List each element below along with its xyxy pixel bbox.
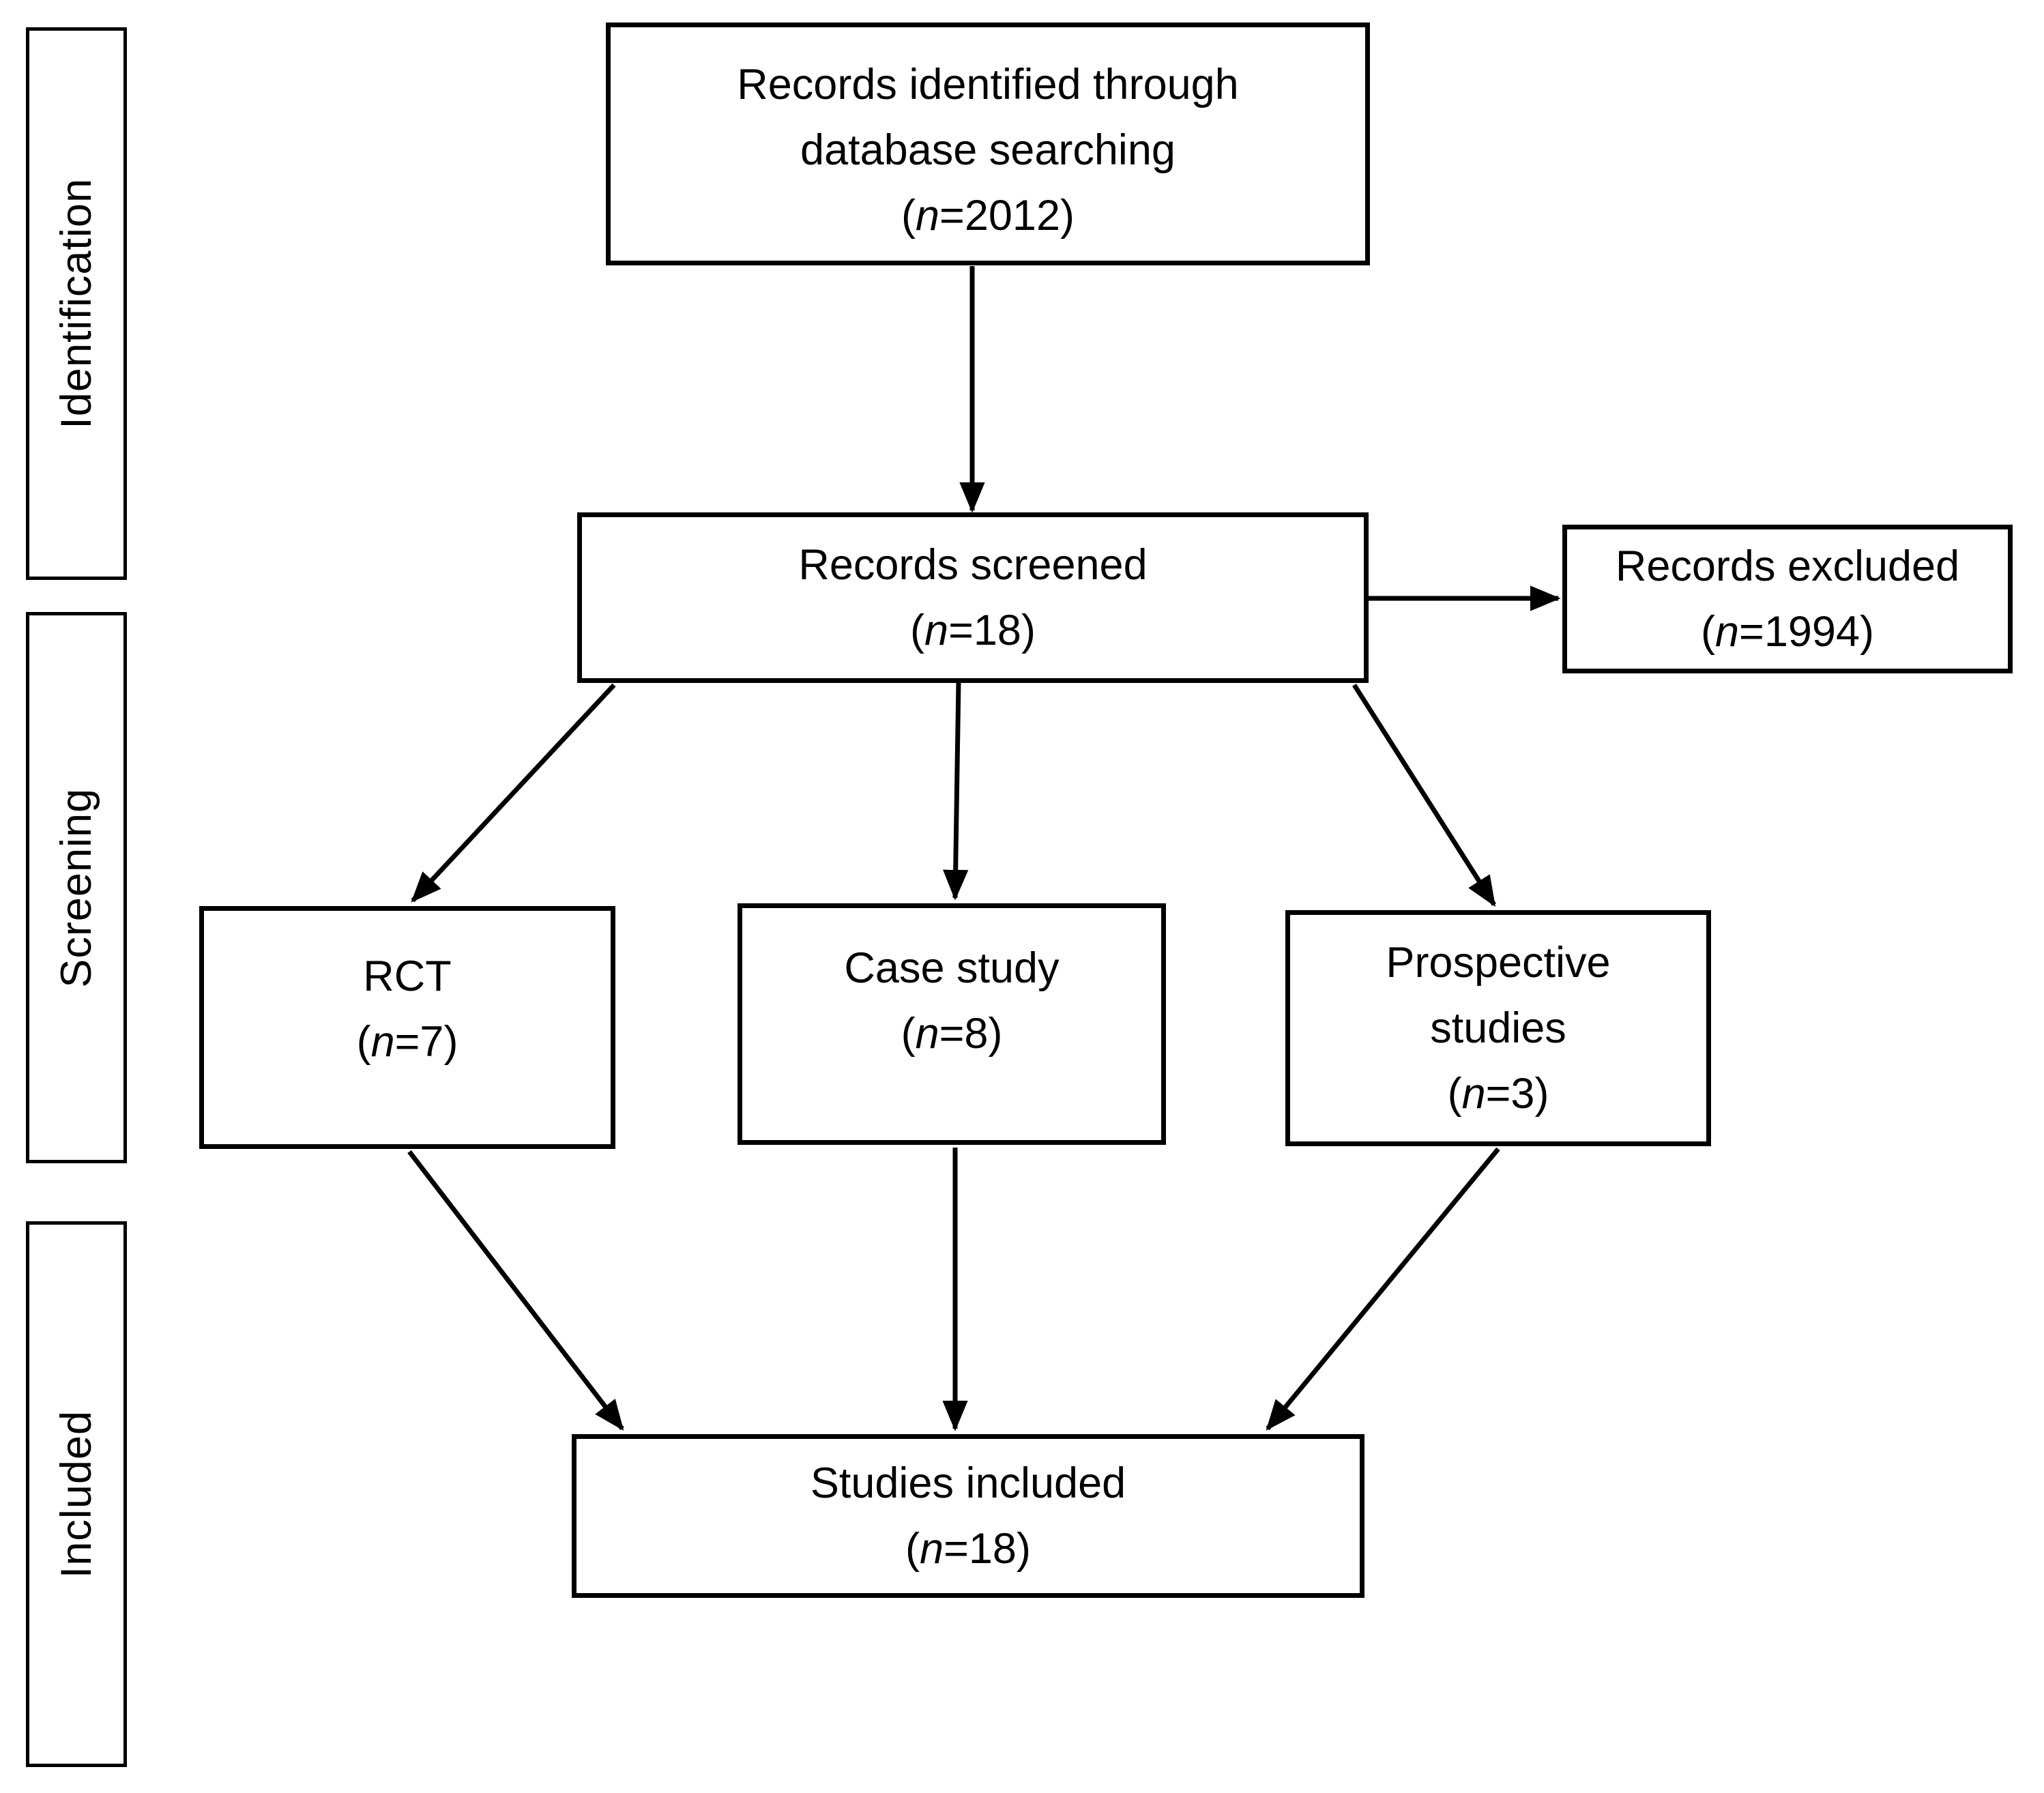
box-case-study: Case study (n=8)	[738, 903, 1166, 1145]
box-count: (n=8)	[901, 1010, 1003, 1058]
box-prospective-studies: Prospective studies (n=3)	[1285, 910, 1711, 1146]
box-count: (n=2012)	[901, 192, 1075, 239]
box-text-line: Studies included	[810, 1459, 1126, 1507]
arrow-screened-to-prospective	[1352, 684, 1496, 907]
box-count: (n=7)	[356, 1018, 458, 1066]
box-count: (n=18)	[905, 1525, 1031, 1573]
arrow-screened-to-rct	[411, 683, 616, 903]
box-text-line: Case study	[844, 944, 1060, 992]
arrow-screened-to-case-study	[942, 682, 969, 901]
box-records-screened: Records screened (n=18)	[577, 512, 1369, 683]
stage-box-included: Included	[26, 1221, 127, 1767]
box-records-excluded: Records excluded (n=1994)	[1562, 525, 2013, 673]
box-count: (n=1994)	[1701, 608, 1874, 656]
box-studies-included: Studies included (n=18)	[572, 1434, 1364, 1598]
box-text-line: Records excluded	[1615, 542, 1960, 590]
box-text-line: Records identified through	[737, 61, 1239, 108]
box-text-line: database searching	[800, 126, 1176, 174]
box-count: (n=18)	[910, 607, 1036, 654]
arrow-prospective-to-included	[1266, 1147, 1500, 1431]
box-records-identified: Records identified through database sear…	[606, 23, 1370, 265]
stage-box-identification: Identification	[26, 27, 127, 580]
arrow-rct-to-included	[407, 1150, 624, 1431]
box-text-line: studies	[1430, 1004, 1566, 1052]
box-text-line: RCT	[363, 952, 452, 1000]
stage-label-included: Included	[53, 1410, 100, 1579]
box-text-line: Records screened	[798, 541, 1148, 589]
box-rct: RCT (n=7)	[199, 906, 615, 1149]
stage-label-identification: Identification	[53, 178, 100, 429]
box-count: (n=3)	[1447, 1070, 1549, 1118]
stage-box-screening: Screening	[26, 612, 127, 1163]
box-text-line: Prospective	[1386, 939, 1611, 987]
stage-label-screening: Screening	[53, 787, 100, 988]
